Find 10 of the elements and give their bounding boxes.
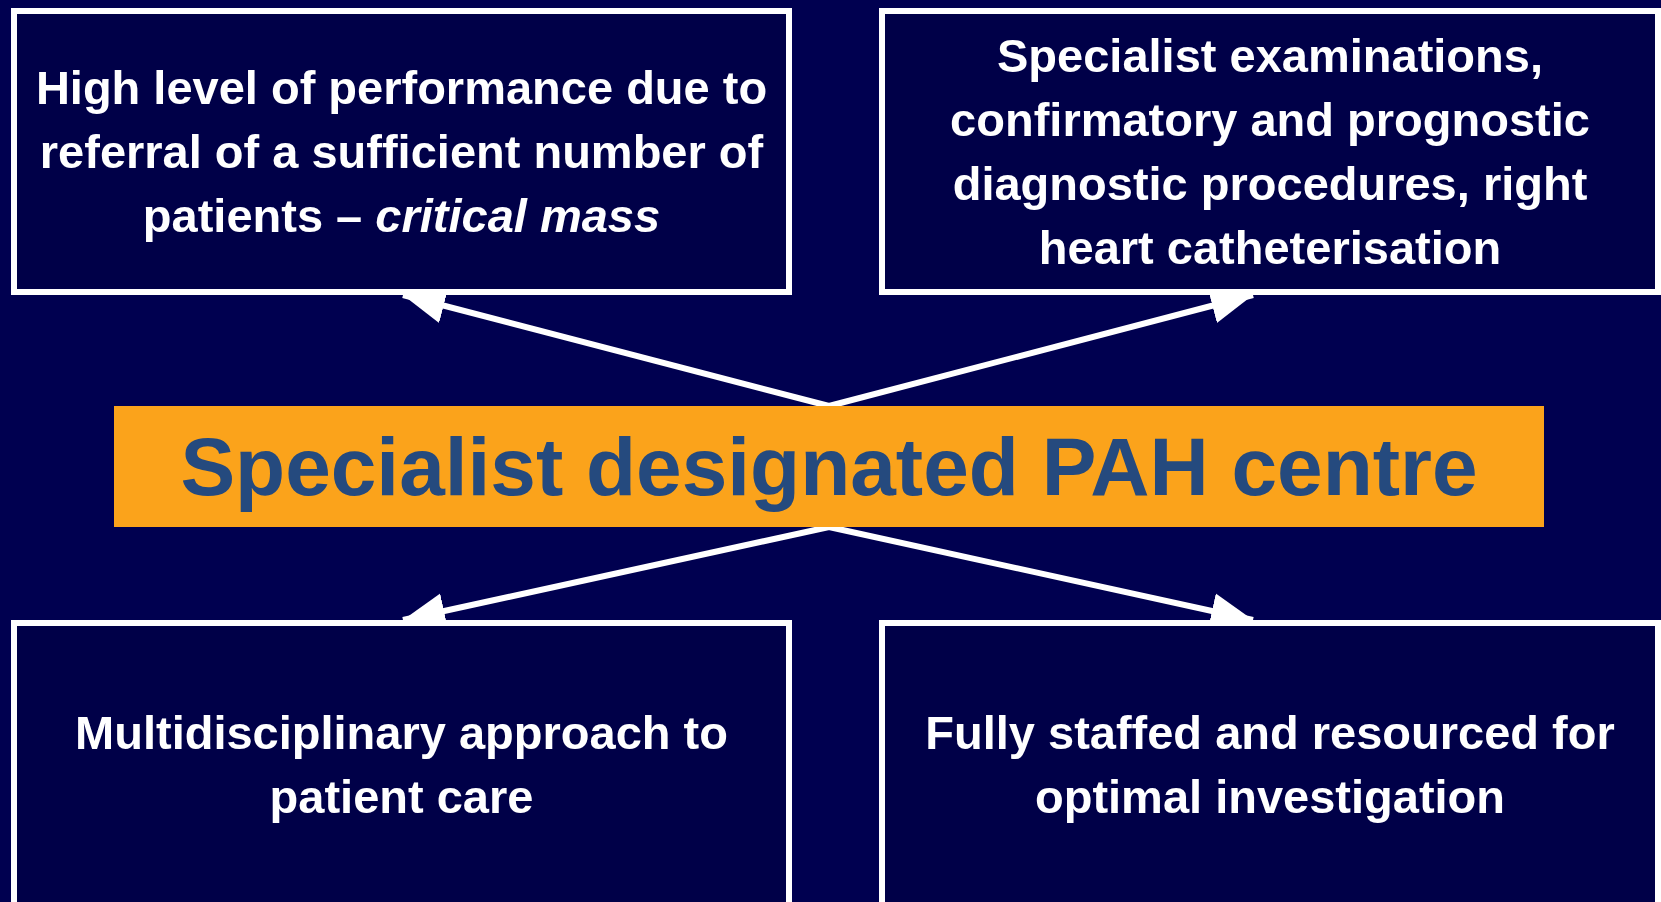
box-text: Specialist examinations, confirmatory and prognostic diagnostic procedures, right heart catheterisation [949,27,1591,276]
box-text: High level of performance due to referral of a sufficient number of patients – critical mass [35,59,768,244]
text-box [879,8,1661,295]
box-text: Multidisciplinary approach to patient care [74,705,729,825]
box-text: Fully staffed and resourced for optimal investigation [924,705,1616,825]
box-text: Specialist designated PAH centre [180,419,1478,514]
text-box [11,620,792,902]
text-box [11,8,792,295]
title-box [114,406,1544,527]
text-box [879,620,1661,902]
